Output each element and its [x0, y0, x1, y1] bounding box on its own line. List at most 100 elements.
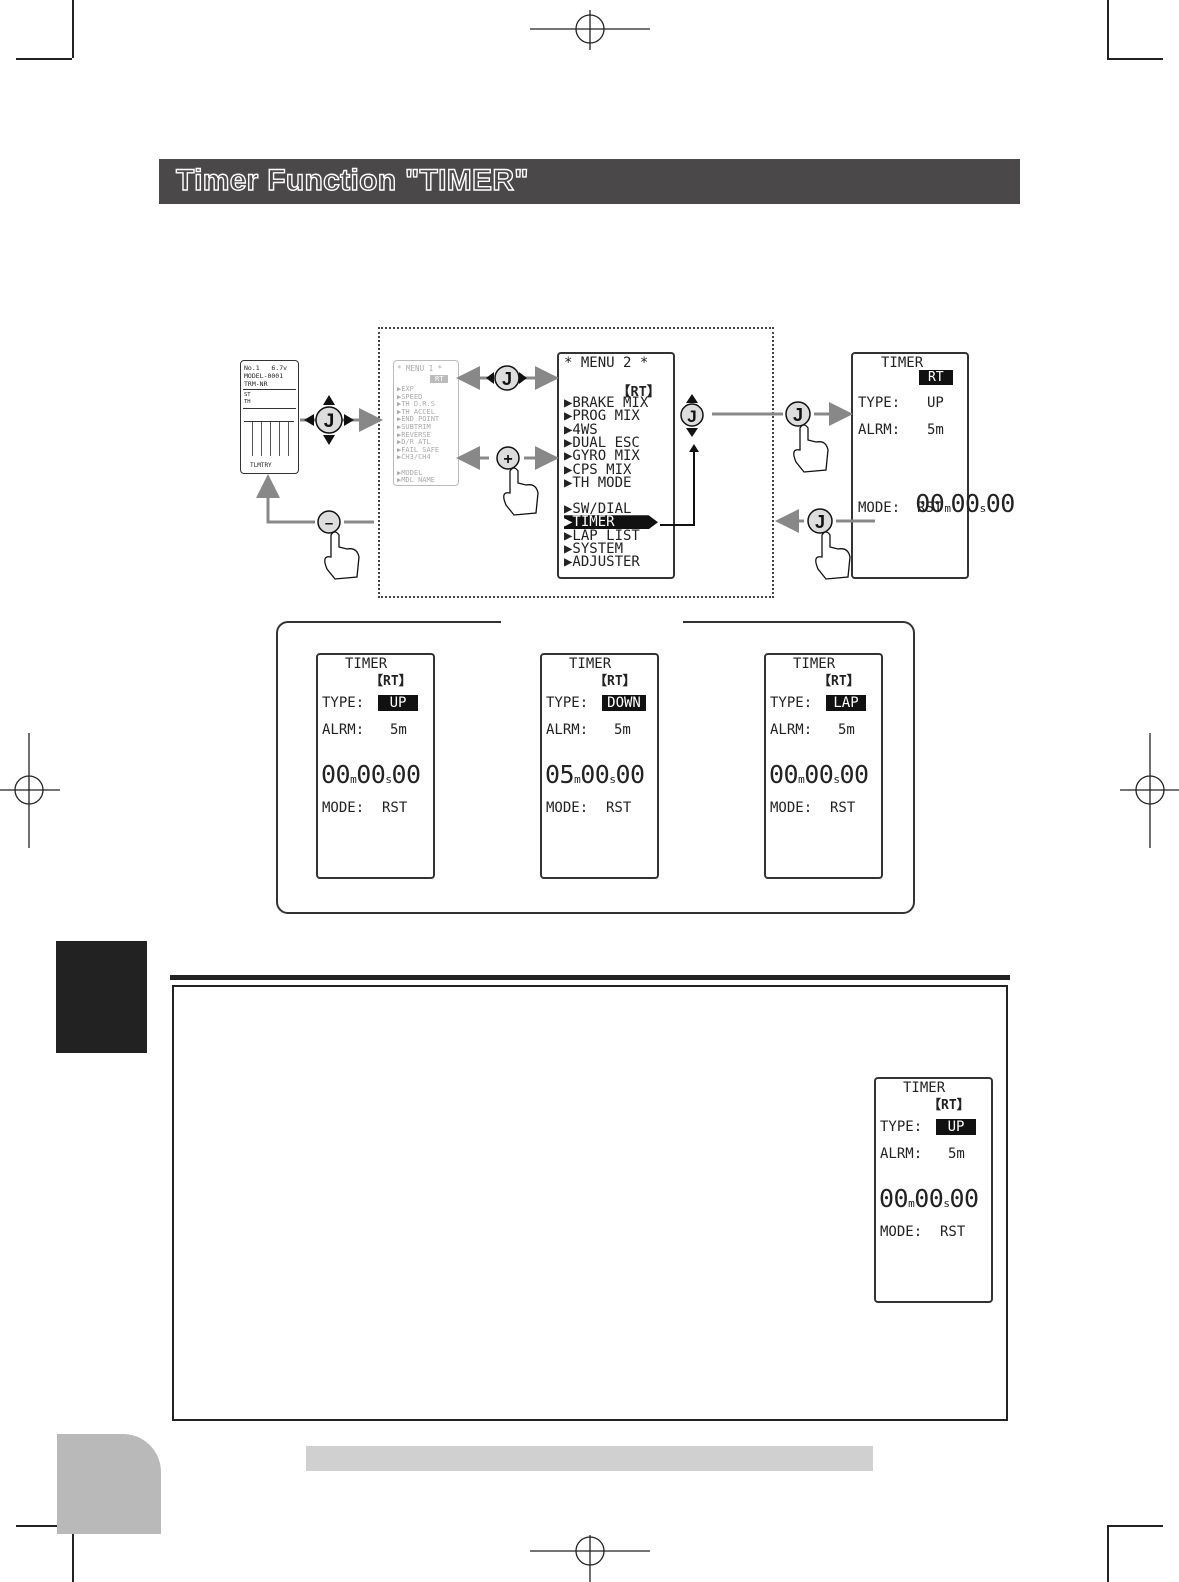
- menu1-item[interactable]: ▶CH3/CH4: [397, 453, 431, 462]
- unit-m: m: [574, 773, 581, 786]
- time-seconds: 00: [580, 760, 610, 789]
- menu2-item[interactable]: ▶LAP LIST: [564, 527, 640, 544]
- mode-label: MODE:: [880, 1224, 923, 1240]
- menu2-item-selected[interactable]: ▶TIMER: [564, 515, 658, 530]
- timer-title: TIMER: [345, 656, 388, 672]
- menu1-item[interactable]: ▶MDL NAME: [397, 476, 435, 485]
- type-value: UP: [927, 395, 944, 411]
- alrm-value: 5m: [838, 722, 855, 738]
- type-label: TYPE:: [858, 395, 901, 411]
- menu2-item[interactable]: ▶PROG MIX: [564, 408, 640, 425]
- home-divider: [243, 389, 296, 390]
- timer-title: TIMER: [569, 656, 612, 672]
- crop-mark: [1107, 1525, 1163, 1527]
- menu2-item[interactable]: ▶CPS MIX: [564, 461, 632, 478]
- j-press-icon: J: [785, 401, 829, 473]
- crop-mark: [72, 1525, 74, 1582]
- menu2-item[interactable]: ▶GYRO MIX: [564, 448, 640, 465]
- timer-badge: RT: [919, 370, 953, 385]
- alrm-value: 5m: [614, 722, 631, 738]
- home-line: TLMTRY: [250, 462, 272, 469]
- registration-mark-top: [530, 10, 650, 50]
- unit-s: s: [609, 773, 616, 786]
- crop-mark: [16, 1525, 72, 1527]
- alrm-value: 5m: [927, 422, 944, 438]
- type-label: TYPE:: [770, 695, 813, 711]
- svg-text:–: –: [325, 515, 333, 532]
- menu1-item[interactable]: ▶SPEED: [397, 392, 423, 401]
- timer-badge: 【RT】: [928, 1098, 970, 1113]
- menu2-item[interactable]: ▶4WS: [564, 421, 598, 438]
- menu2-item[interactable]: ▶SYSTEM: [564, 540, 624, 557]
- alrm-value: 5m: [948, 1146, 965, 1162]
- joystick-ud-icon: J: [680, 394, 704, 437]
- menu1-item[interactable]: ▶FAIL SAFE: [397, 445, 440, 454]
- home-line: ST: [244, 392, 251, 398]
- unit-m: m: [798, 773, 805, 786]
- menu2-item[interactable]: ▶DUAL ESC: [564, 434, 640, 451]
- menu1-item[interactable]: ▶REVERSE: [397, 430, 431, 439]
- type-value: UP: [378, 695, 418, 711]
- menu2-item[interactable]: ▶TH MODE: [564, 474, 632, 491]
- timer-display: 00m00s00: [321, 760, 421, 789]
- svg-text:J: J: [687, 407, 696, 426]
- menu2-item[interactable]: ▶SW/DIAL: [564, 501, 632, 517]
- menu1-item[interactable]: ▶EXP: [397, 385, 414, 393]
- crop-mark: [1107, 0, 1109, 58]
- time-minutes: 00: [879, 1184, 909, 1213]
- crop-mark: [1107, 1525, 1109, 1582]
- timer-badge: 【RT】: [818, 674, 860, 689]
- registration-mark-bottom: [530, 1535, 650, 1582]
- alrm-label: ALRM:: [858, 422, 901, 438]
- unit-s: s: [833, 773, 840, 786]
- time-hundredths: 00: [985, 489, 1016, 518]
- menu1-item[interactable]: ▶SUBTRIM: [397, 423, 431, 431]
- time-seconds: 00: [804, 760, 834, 789]
- time-seconds: 00: [356, 760, 386, 789]
- alrm-label: ALRM:: [322, 722, 365, 738]
- home-telemetry-grid: [244, 421, 294, 456]
- side-tab: [56, 941, 147, 1053]
- time-seconds: 00: [950, 489, 980, 518]
- alrm-label: ALRM:: [770, 722, 813, 738]
- time-hundredths: 00: [839, 760, 869, 789]
- frame-gap: [501, 616, 683, 626]
- menu1-item[interactable]: ▶D/R ATL: [397, 438, 431, 447]
- mode-label: MODE:: [546, 800, 589, 816]
- mode-value: RST: [382, 800, 408, 816]
- finger-press-icon: [503, 467, 539, 516]
- menu1-screen: * MENU 1 * RT ▶EXP▶SPEED▶TH D.R.S▶TH ACC…: [393, 360, 459, 486]
- menu2-item[interactable]: ▶ADJUSTER: [564, 554, 640, 571]
- navigation-arrows: J J J J J + –: [256, 365, 875, 580]
- timer-display: 05m00s00: [545, 760, 645, 789]
- time-minutes: 00: [321, 760, 351, 789]
- registration-mark-right: [1120, 733, 1179, 848]
- section-rule: [170, 975, 1010, 980]
- unit-m: m: [350, 773, 357, 786]
- menu1-item[interactable]: ▶TH D.R.S: [397, 400, 435, 409]
- type-label: TYPE:: [880, 1119, 923, 1135]
- unit-s: s: [979, 502, 987, 515]
- time-minutes: 05: [545, 760, 575, 789]
- timer-display: 00m00s00: [879, 1184, 979, 1213]
- finger-press-icon: [324, 531, 360, 580]
- home-divider: [243, 408, 296, 409]
- menu1-item[interactable]: ▶TH ACCEL: [397, 407, 435, 416]
- alrm-value: 5m: [390, 722, 407, 738]
- menu1-badge: RT: [430, 375, 449, 383]
- content-box: [172, 985, 1008, 1421]
- timer-title: TIMER: [881, 355, 924, 371]
- unit-m: m: [944, 502, 951, 515]
- unit-s: s: [943, 1197, 950, 1210]
- menu1-item[interactable]: ▶END POINT: [397, 415, 440, 424]
- menu2-item[interactable]: ▶BRAKE MIX: [564, 395, 649, 411]
- unit-m: m: [908, 1197, 915, 1210]
- menu1-item[interactable]: ▶MODEL: [397, 468, 423, 477]
- timer-badge: 【RT】: [594, 674, 636, 689]
- j-press-icon: J: [807, 508, 851, 580]
- alrm-label: ALRM:: [546, 722, 589, 738]
- joystick-lr-icon: J: [486, 365, 527, 391]
